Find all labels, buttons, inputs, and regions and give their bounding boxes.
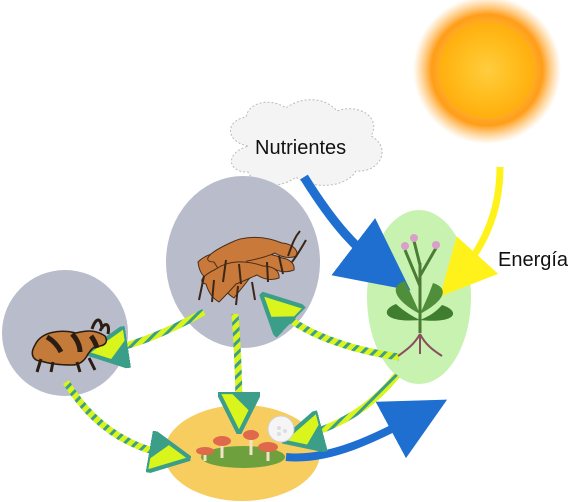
plant-to-decomposer-arrow xyxy=(302,372,400,436)
plant-to-herbivore-arrow xyxy=(276,308,400,361)
nutrients-label: Nutrientes xyxy=(255,137,346,159)
carnivore-to-decomposer-arrow xyxy=(63,380,170,455)
herbivore-to-decomposer-arrow xyxy=(235,313,239,413)
sun xyxy=(413,0,561,144)
nutrient-arrow xyxy=(300,174,411,291)
plant-icon xyxy=(386,234,454,357)
wild-dog-icon xyxy=(31,318,110,373)
energy-arrow xyxy=(439,166,504,297)
sun-core xyxy=(439,22,535,118)
mushroom-icon xyxy=(196,415,295,468)
herbivore-to-carnivore-arrow xyxy=(107,308,206,350)
nutrients-cloud: Nutrientes xyxy=(230,99,383,186)
energy-label: Energía xyxy=(498,249,569,271)
gazelle-icon xyxy=(197,230,307,306)
